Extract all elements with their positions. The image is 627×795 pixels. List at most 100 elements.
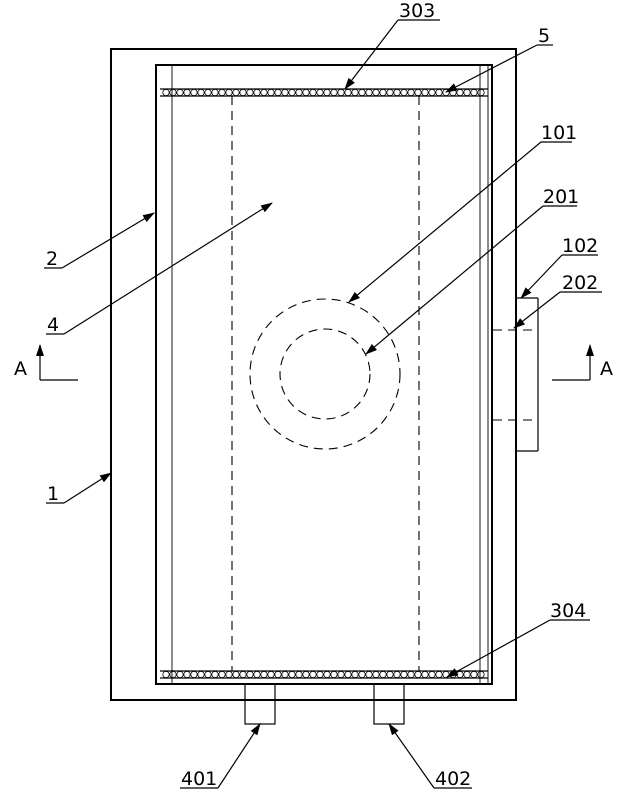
bead (428, 670, 436, 679)
bead (400, 670, 408, 679)
bead (302, 88, 310, 97)
label-402: 402 (435, 768, 471, 790)
bead (211, 670, 219, 679)
bead (414, 88, 422, 97)
label-2: 2 (46, 248, 58, 270)
bead (477, 670, 485, 679)
bead (372, 670, 380, 679)
leader-1 (46, 472, 112, 504)
inner-frame (155, 64, 493, 685)
bead (323, 88, 331, 97)
bottom-strip (160, 670, 488, 679)
bead (288, 670, 296, 679)
bead (463, 88, 471, 97)
bead (176, 670, 184, 679)
leader-2 (44, 212, 155, 269)
bead (407, 670, 415, 679)
bead (386, 670, 394, 679)
bead (428, 88, 436, 97)
bead (309, 88, 317, 97)
bead (358, 88, 366, 97)
bead (190, 88, 198, 97)
leader-401 (180, 723, 261, 789)
bead (379, 88, 387, 97)
bead (449, 88, 457, 97)
bead (316, 88, 324, 97)
leader-201 (365, 205, 577, 355)
label-202: 202 (562, 272, 598, 294)
bead (169, 88, 177, 97)
bead (246, 670, 254, 679)
side-port (493, 297, 539, 452)
bead (267, 670, 275, 679)
bead (225, 670, 233, 679)
bead (260, 88, 268, 97)
bead (330, 88, 338, 97)
bead (162, 88, 170, 97)
bead (204, 670, 212, 679)
label-304: 304 (550, 600, 586, 622)
bead (323, 670, 331, 679)
bead (456, 88, 464, 97)
bead (295, 670, 303, 679)
bead (351, 670, 359, 679)
bead (232, 88, 240, 97)
bead (225, 88, 233, 97)
leader-202 (513, 291, 602, 329)
bead (372, 88, 380, 97)
bead (470, 670, 478, 679)
bead (309, 670, 317, 679)
bead (470, 88, 478, 97)
bead (176, 88, 184, 97)
bead (337, 670, 345, 679)
top-strip-beads (162, 88, 485, 97)
bead (344, 88, 352, 97)
bead (344, 670, 352, 679)
bead (393, 88, 401, 97)
bead (386, 88, 394, 97)
bead (407, 88, 415, 97)
leader-304 (446, 619, 590, 678)
bead (162, 670, 170, 679)
hidden-circle-outer (249, 298, 401, 450)
bead (183, 670, 191, 679)
bead (358, 670, 366, 679)
hidden-circle-inner (279, 328, 371, 420)
section-label-left: A (14, 358, 27, 380)
bead (239, 88, 247, 97)
bead (274, 670, 282, 679)
label-201: 201 (543, 186, 579, 208)
bead (400, 88, 408, 97)
bead (267, 88, 275, 97)
section-mark-right (552, 344, 594, 381)
bead (281, 670, 289, 679)
bead (421, 88, 429, 97)
label-4: 4 (47, 314, 59, 336)
bead (169, 670, 177, 679)
leader-303 (344, 19, 440, 90)
bead (253, 670, 261, 679)
leader-102 (520, 254, 598, 299)
leader-4 (46, 202, 273, 335)
bead (197, 88, 205, 97)
bead (393, 670, 401, 679)
bead (211, 88, 219, 97)
bead (435, 88, 443, 97)
bead (274, 88, 282, 97)
label-5: 5 (538, 25, 550, 47)
bead (330, 670, 338, 679)
top-strip (160, 88, 488, 97)
bead (421, 670, 429, 679)
outer-housing (110, 48, 517, 701)
bead (302, 670, 310, 679)
leader-402 (388, 723, 472, 789)
bead (456, 670, 464, 679)
label-401: 401 (181, 768, 217, 790)
bead (253, 88, 261, 97)
bead (218, 670, 226, 679)
bead (414, 670, 422, 679)
bead (463, 670, 471, 679)
bead (365, 88, 373, 97)
bead (351, 88, 359, 97)
